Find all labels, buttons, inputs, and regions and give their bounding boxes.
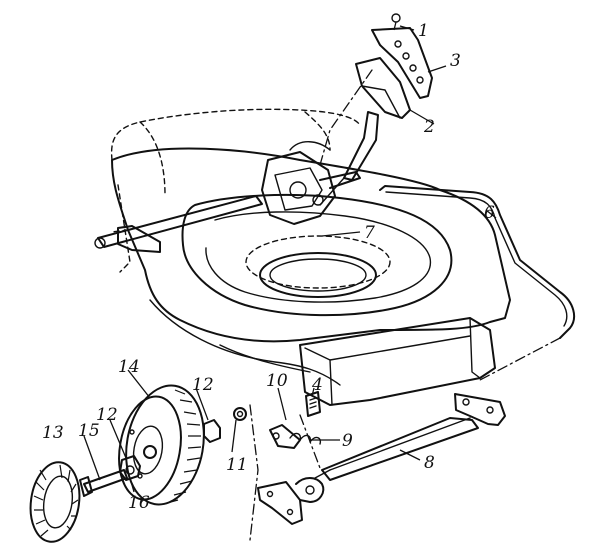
pin-4	[305, 391, 321, 417]
leader-14	[127, 369, 151, 399]
bracket-right	[454, 393, 506, 426]
callout-16: 16	[128, 493, 150, 513]
assembly-guide-3	[249, 404, 259, 541]
spring-link	[269, 391, 322, 449]
callout-13: 13	[42, 423, 64, 443]
hidden-outline	[110, 108, 361, 273]
callout-leaders	[83, 25, 497, 493]
axle-bolt	[83, 469, 128, 493]
leader-16	[129, 477, 135, 493]
screw-top	[391, 13, 401, 23]
callout-3: 3	[450, 51, 461, 71]
lever-plate	[371, 27, 433, 99]
assembly-guide-2	[479, 337, 561, 381]
leader-11	[231, 419, 237, 453]
callout-15: 15	[78, 421, 100, 441]
callout-numbers: 1 2 3 4 6 7 8 9 10 11 12 12 13 14 15 16	[42, 21, 495, 513]
leader-10	[277, 387, 287, 421]
callout-9: 9	[342, 431, 353, 451]
assembly-guide-4	[299, 414, 321, 469]
bracket-lower	[257, 469, 331, 525]
lever-bracket	[355, 57, 411, 119]
callout-8: 8	[424, 453, 435, 473]
leader-3	[427, 65, 447, 73]
leader-12a	[195, 387, 209, 421]
leader-7	[321, 231, 361, 237]
throttle-mechanism	[261, 141, 361, 225]
callout-10: 10	[266, 371, 288, 391]
mower-deck	[111, 147, 511, 406]
callout-14: 14	[118, 357, 140, 377]
leader-6	[485, 209, 497, 219]
leader-15	[83, 435, 101, 481]
callout-1: 1	[418, 21, 429, 41]
washer	[233, 407, 247, 421]
callout-6: 6	[484, 203, 495, 223]
axle-rod-rear	[321, 393, 506, 481]
callout-7: 7	[364, 223, 375, 243]
wire-handle-6	[379, 185, 576, 339]
callout-12-lower: 12	[96, 405, 118, 425]
spacer-left	[119, 455, 141, 481]
leader-12b	[109, 419, 127, 459]
tire	[118, 384, 205, 506]
callout-4: 4	[311, 375, 323, 395]
callout-2: 2	[423, 117, 435, 137]
leader-2	[409, 109, 435, 125]
callout-12-upper: 12	[192, 375, 214, 395]
leader-8	[399, 449, 421, 461]
spacer-right	[203, 419, 221, 443]
assembly-guide-1	[319, 69, 373, 166]
callout-11: 11	[226, 455, 248, 475]
axle-rod-front	[94, 195, 263, 253]
wheel-assembly	[29, 384, 247, 543]
leader-4	[311, 387, 315, 397]
hub-cap	[29, 461, 81, 543]
